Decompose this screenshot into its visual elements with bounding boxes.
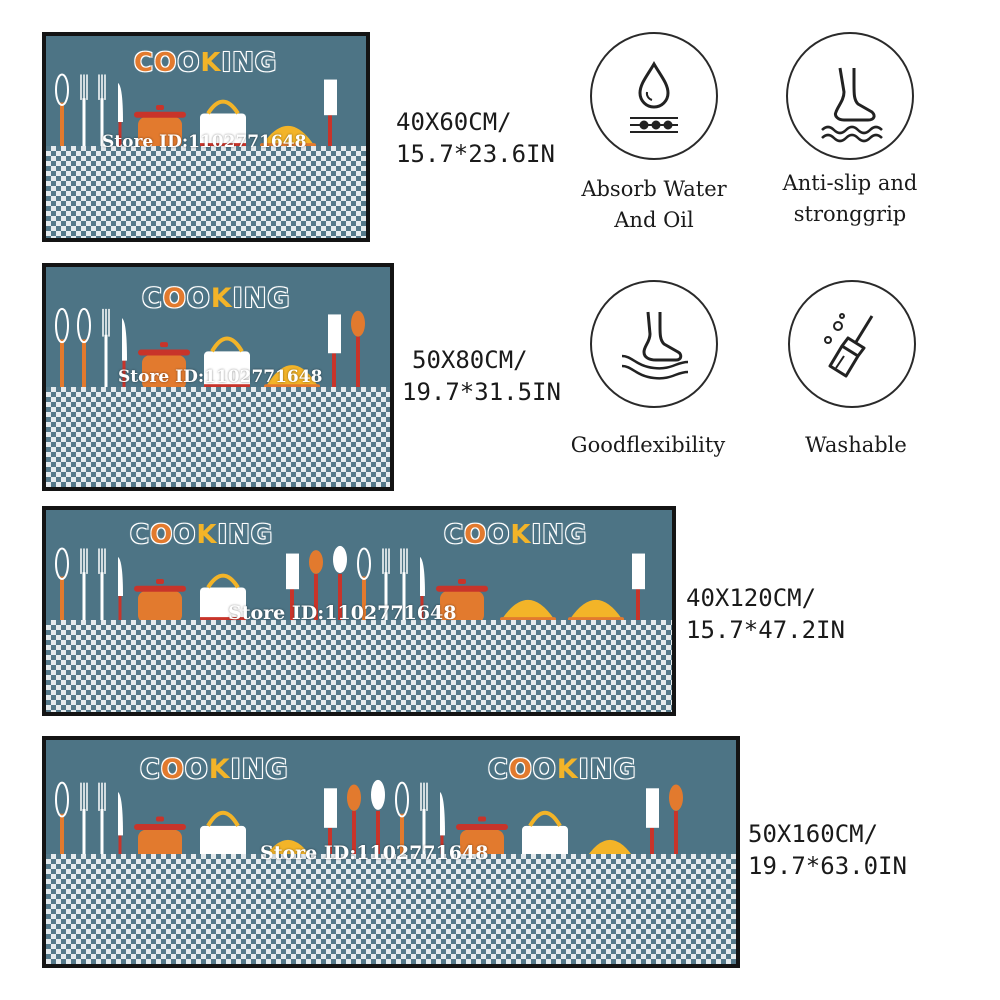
knife-icon <box>420 556 425 624</box>
fork-icon <box>400 548 408 624</box>
kitchen-mat-40x60: COOKING Store ID:1102771648 <box>42 32 370 242</box>
fork-icon <box>80 74 88 150</box>
spoon-icon <box>309 550 323 624</box>
fork-icon <box>98 74 106 150</box>
feature-label: Washable <box>805 433 907 457</box>
cooking-word: COOKING <box>130 520 274 550</box>
cooking-word: COOKING <box>134 48 278 78</box>
fork-icon <box>98 548 106 624</box>
store-watermark: Store ID:1102771648 <box>260 842 489 864</box>
anti-slip-foot-icon <box>786 32 914 160</box>
cooking-word: COOKING <box>488 754 637 785</box>
spoon-icon <box>351 310 365 391</box>
spatula-icon <box>357 547 371 624</box>
slotted-spoon-icon <box>333 545 347 624</box>
spoon-icon <box>669 784 683 866</box>
pot-icon <box>134 579 186 624</box>
kitchen-mat-50x160: COOKING COOKING Store ID:1102771648 <box>42 736 740 968</box>
size-in: 19.7*63.0IN <box>748 852 907 880</box>
fork-icon <box>98 782 106 866</box>
store-watermark: Store ID:1102771648 <box>118 367 323 387</box>
spatula-icon <box>55 73 69 150</box>
fork-icon <box>102 308 110 391</box>
size-cm: 40X60CM/ <box>396 108 512 136</box>
utensil-illustration <box>55 545 645 624</box>
water-drop-icon <box>590 32 718 160</box>
spoon-icon <box>347 784 361 866</box>
flexible-foot-icon <box>590 280 718 408</box>
fork-icon <box>420 782 428 866</box>
cleaver-icon <box>324 788 337 866</box>
houndstooth-pattern <box>46 146 366 238</box>
store-watermark: Store ID:1102771648 <box>228 602 457 624</box>
houndstooth-pattern <box>46 854 736 964</box>
size-label: 40X60CM/ 15.7*23.6IN <box>396 106 555 170</box>
kitchen-mat-50x80: COOKING Store ID:1102771648 <box>42 263 394 491</box>
size-label: 50X160CM/ 19.7*63.0IN <box>748 818 907 882</box>
knife-icon <box>118 556 123 624</box>
spatula-icon <box>77 307 91 391</box>
cooking-title: COOKING <box>488 754 637 785</box>
size-in: 19.7*31.5IN <box>402 378 561 406</box>
cleaver-icon <box>632 553 645 624</box>
size-label: 50X80CM/ 19.7*31.5IN <box>402 344 561 408</box>
size-cm: 50X160CM/ <box>748 820 879 848</box>
spatula-icon <box>55 307 69 391</box>
pot-icon <box>436 579 488 624</box>
spatula-icon <box>55 547 69 624</box>
cooking-title: COOKING <box>134 48 277 78</box>
knife-icon <box>440 792 445 866</box>
cooking-title: COOKING <box>444 520 587 550</box>
spatula-icon <box>55 781 69 866</box>
feature-label: Anti-slip and stronggrip <box>782 171 918 226</box>
fork-icon <box>80 782 88 866</box>
store-watermark: Store ID:1102771648 <box>102 132 307 152</box>
cooking-title: COOKING <box>140 754 289 785</box>
fork-icon <box>382 548 390 624</box>
cooking-word: COOKING <box>444 520 588 550</box>
size-in: 15.7*47.2IN <box>686 616 845 644</box>
size-cm: 40X120CM/ <box>686 584 817 612</box>
knife-icon <box>118 792 123 866</box>
houndstooth-pattern <box>46 620 672 712</box>
knife-icon <box>118 82 123 150</box>
slotted-spoon-icon <box>371 779 385 866</box>
fork-icon <box>80 548 88 624</box>
spatula-icon <box>395 781 409 866</box>
cooking-title: COOKING <box>142 283 291 314</box>
feature-label: Goodflexibility <box>570 433 726 457</box>
size-in: 15.7*23.6IN <box>396 140 555 168</box>
cleaver-icon <box>646 788 659 866</box>
brush-clean-icon <box>788 280 916 408</box>
cooking-word: COOKING <box>140 754 289 785</box>
houndstooth-pattern <box>46 387 390 487</box>
cooking-word: COOKING <box>142 283 291 314</box>
pot-icon <box>138 342 190 391</box>
knife-icon <box>122 318 127 391</box>
cleaver-icon <box>286 553 299 624</box>
cooking-title: COOKING <box>130 520 273 550</box>
pot-icon <box>134 105 186 150</box>
cleaver-icon <box>324 79 337 150</box>
feature-label: Absorb Water And Oil <box>581 177 727 232</box>
size-cm: 50X80CM/ <box>412 346 528 374</box>
kitchen-mat-40x120: COOKING COOKING Store ID:1102771648 <box>42 506 676 716</box>
cleaver-icon <box>328 314 341 391</box>
size-label: 40X120CM/ 15.7*47.2IN <box>686 582 845 646</box>
